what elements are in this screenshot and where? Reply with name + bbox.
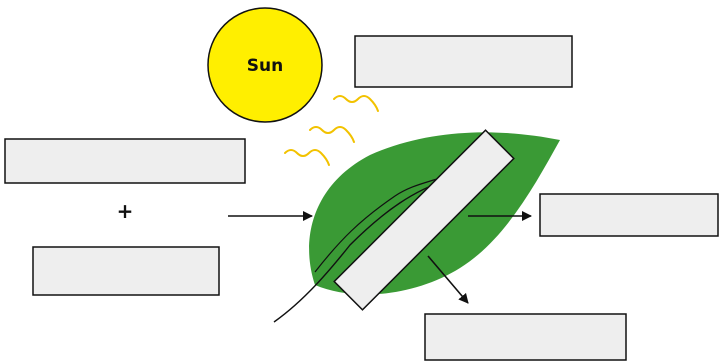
sun: Sun (207, 7, 323, 123)
answer-box-bottom[interactable] (424, 313, 627, 361)
answer-box-right[interactable] (539, 193, 719, 237)
sun-rays-icon (284, 95, 379, 166)
sun-icon (207, 7, 323, 123)
leaf-vein-branch (314, 177, 441, 273)
answer-box-leaf[interactable] (333, 129, 515, 311)
output-arrow-down (427, 255, 469, 304)
sun-label: Sun (247, 56, 283, 76)
answer-box-top-right[interactable] (354, 35, 573, 88)
answer-box-left-lower[interactable] (32, 246, 220, 296)
leaf-vein (273, 179, 448, 323)
answer-box-left-upper[interactable] (4, 138, 246, 184)
plus-sign: + (117, 199, 134, 223)
